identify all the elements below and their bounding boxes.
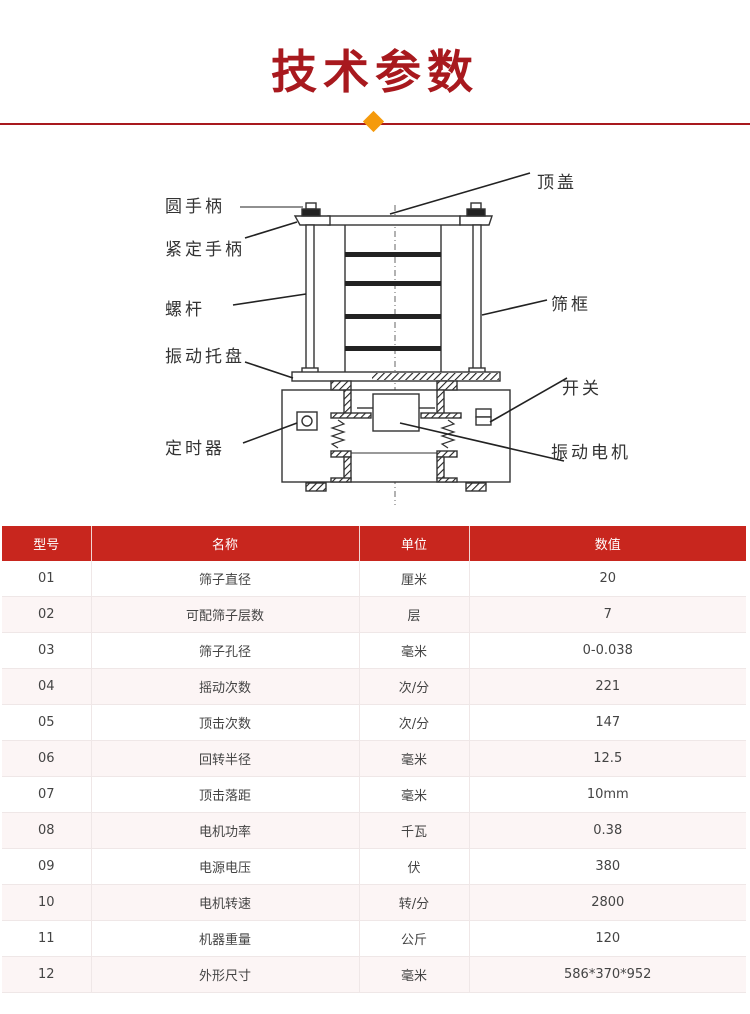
cell-unit: 次/分: [359, 668, 470, 705]
cell-unit: 公斤: [359, 920, 470, 957]
cell-id: 07: [2, 776, 92, 813]
cell-unit: 伏: [359, 848, 470, 885]
cell-value: 380: [469, 848, 746, 885]
label-tighten-handle: 紧定手柄: [165, 240, 245, 260]
cell-id: 06: [2, 740, 92, 777]
cell-id: 03: [2, 632, 92, 669]
label-timer: 定时器: [165, 439, 225, 459]
cell-value: 221: [469, 668, 746, 705]
page-title: 技术参数: [271, 45, 479, 99]
cell-id: 09: [2, 848, 92, 885]
label-vibration-tray: 振动托盘: [165, 347, 245, 367]
cell-id: 12: [2, 956, 92, 993]
label-switch: 开关: [562, 379, 602, 399]
cell-unit: 毫米: [359, 632, 470, 669]
cell-id: 02: [2, 596, 92, 633]
cell-unit: 转/分: [359, 884, 470, 921]
sieve-shaker-diagram: 圆手柄 紧定手柄 螺杆 振动托盘 定时器 顶盖 筛框 开关 振动电机: [165, 172, 631, 505]
label-top-cover: 顶盖: [537, 173, 577, 193]
cell-value: 2800: [469, 884, 746, 921]
label-vibration-motor: 振动电机: [551, 443, 631, 463]
cell-id: 10: [2, 884, 92, 921]
cell-id: 05: [2, 704, 92, 741]
cell-unit: 毫米: [359, 956, 470, 993]
col-header-name: 名称: [91, 526, 360, 561]
cell-id: 04: [2, 668, 92, 705]
cell-id: 08: [2, 812, 92, 849]
cell-name: 顶击次数: [91, 704, 360, 741]
label-screw-rod: 螺杆: [165, 300, 205, 320]
cell-name: 顶击落距: [91, 776, 360, 813]
cell-unit: 厘米: [359, 561, 470, 597]
cell-value: 12.5: [469, 740, 746, 777]
col-header-value: 数值: [469, 526, 746, 561]
cell-name: 筛子孔径: [91, 632, 360, 669]
cell-name: 电源电压: [91, 848, 360, 885]
diamond-ornament-icon: [362, 110, 385, 133]
cell-value: 20: [469, 561, 746, 597]
cell-name: 机器重量: [91, 920, 360, 957]
cell-name: 筛子直径: [91, 561, 360, 597]
cell-value: 0.38: [469, 812, 746, 849]
cell-name: 电机转速: [91, 884, 360, 921]
cell-unit: 毫米: [359, 740, 470, 777]
col-header-model: 型号: [2, 526, 92, 561]
cell-name: 回转半径: [91, 740, 360, 777]
cell-value: 147: [469, 704, 746, 741]
cell-value: 586*370*952: [469, 956, 746, 993]
cell-unit: 次/分: [359, 704, 470, 741]
label-round-handle: 圆手柄: [165, 197, 225, 217]
cell-value: 120: [469, 920, 746, 957]
cell-value: 10mm: [469, 776, 746, 813]
table-header-row: 型号 名称 单位 数值: [2, 526, 746, 561]
cell-id: 11: [2, 920, 92, 957]
cell-unit: 千瓦: [359, 812, 470, 849]
cell-name: 电机功率: [91, 812, 360, 849]
cell-name: 外形尺寸: [91, 956, 360, 993]
cell-name: 摇动次数: [91, 668, 360, 705]
cell-id: 01: [2, 561, 92, 597]
label-sieve-frame: 筛框: [551, 295, 591, 315]
col-header-unit: 单位: [359, 526, 470, 561]
cell-unit: 层: [359, 596, 470, 633]
cell-name: 可配筛子层数: [91, 596, 360, 633]
cell-value: 0-0.038: [469, 632, 746, 669]
cell-value: 7: [469, 596, 746, 633]
cell-unit: 毫米: [359, 776, 470, 813]
